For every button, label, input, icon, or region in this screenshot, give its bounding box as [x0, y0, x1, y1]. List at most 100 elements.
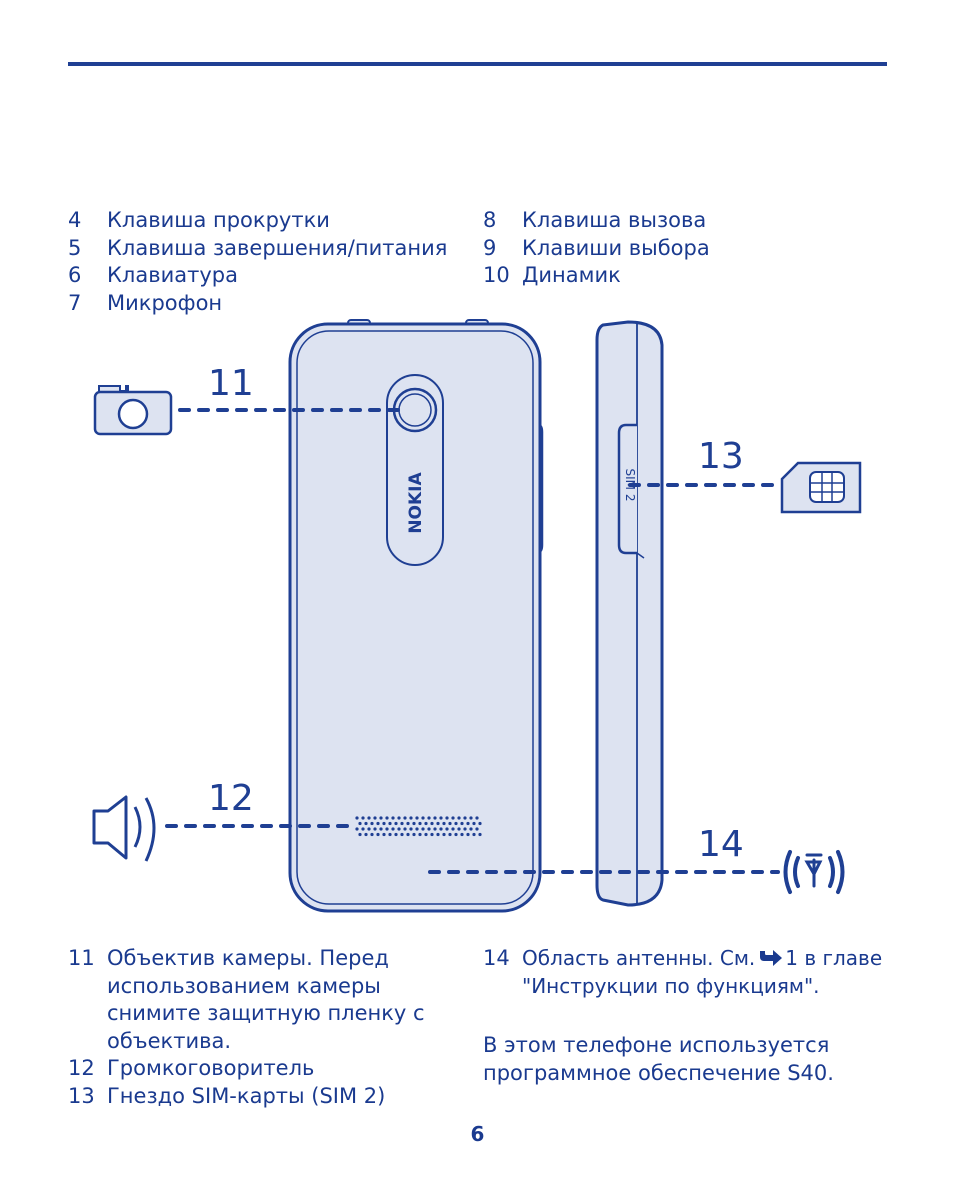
grille-dot — [418, 832, 422, 837]
grille-dot — [451, 827, 455, 831]
grille-dot — [370, 821, 374, 826]
speaker-grille — [355, 816, 482, 837]
grille-dot — [478, 832, 482, 837]
grille-dot — [454, 832, 458, 837]
legend-item: 14 Область антенны. См.1 в главе "Инстру… — [483, 945, 893, 1000]
grille-dot — [388, 821, 392, 826]
grille-dot — [469, 816, 473, 820]
grille-dot — [367, 816, 371, 820]
software-note: В этом телефоне используется программное… — [483, 1033, 834, 1085]
legend-number: 8 — [483, 208, 497, 232]
grille-dot — [394, 832, 398, 837]
legend-text: Клавиша завершения/питания — [107, 235, 448, 260]
grille-dot — [472, 832, 476, 837]
legend-text: Объектив камеры. Перед использованием ка… — [107, 946, 425, 1053]
grille-dot — [475, 816, 479, 820]
grille-dot — [478, 821, 482, 826]
grille-dot — [400, 832, 404, 837]
legend-text-before: Область антенны. См. — [522, 946, 756, 970]
brand-logo: NOKIA — [406, 471, 426, 533]
grille-dot — [385, 827, 389, 831]
grille-dot — [433, 816, 437, 820]
grille-dot — [448, 832, 452, 837]
grille-dot — [463, 827, 467, 831]
grille-dot — [391, 816, 395, 820]
legend-text: Клавиатура — [107, 263, 238, 287]
grille-dot — [466, 821, 470, 826]
camera-icon — [93, 385, 173, 436]
grille-dot — [418, 821, 422, 826]
grille-dot — [430, 821, 434, 826]
grille-dot — [463, 816, 467, 820]
grille-dot — [457, 827, 461, 831]
grille-dot — [460, 821, 464, 826]
grille-dot — [442, 832, 446, 837]
grille-dot — [406, 832, 410, 837]
grille-dot — [469, 827, 473, 831]
grille-dot — [415, 816, 419, 820]
grille-dot — [373, 827, 377, 831]
grille-dot — [382, 821, 386, 826]
legend-text: Область антенны. См.1 в главе "Инструкци… — [522, 945, 892, 1000]
grille-dot — [355, 816, 359, 820]
grille-dot — [475, 827, 479, 831]
legend-bottom-right: 14 Область антенны. См.1 в главе "Инстру… — [483, 945, 893, 1000]
legend-number: 11 — [68, 946, 95, 970]
grille-dot — [445, 827, 449, 831]
antenna-icon — [783, 850, 845, 894]
grille-dot — [424, 832, 428, 837]
grille-dot — [439, 816, 443, 820]
grille-dot — [460, 832, 464, 837]
grille-dot — [391, 827, 395, 831]
legend-number: 5 — [68, 235, 82, 260]
grille-dot — [451, 816, 455, 820]
grille-dot — [412, 832, 416, 837]
grille-dot — [382, 832, 386, 837]
grille-dot — [364, 832, 368, 837]
grille-dot — [466, 832, 470, 837]
phone-back-view: NOKIA — [288, 319, 544, 913]
page-number: 6 — [470, 1122, 485, 1146]
grille-dot — [367, 827, 371, 831]
leader-lines — [165, 408, 780, 874]
grille-dot — [358, 821, 362, 826]
legend-item: 5 Клавиша завершения/питания — [68, 235, 447, 263]
grille-dot — [412, 821, 416, 826]
grille-dot — [415, 827, 419, 831]
grille-dot — [421, 816, 425, 820]
legend-number: 9 — [483, 235, 497, 260]
grille-dot — [376, 821, 380, 826]
grille-dot — [436, 832, 440, 837]
grille-dot — [373, 816, 377, 820]
legend-bottom-left: 11 Объектив камеры. Перед использованием … — [68, 945, 478, 1110]
grille-dot — [457, 816, 461, 820]
callout-12: 12 — [208, 778, 254, 819]
legend-item: 11 Объектив камеры. Перед использованием … — [68, 945, 478, 1055]
grille-dot — [379, 816, 383, 820]
arrow-right-icon — [760, 950, 783, 966]
grille-dot — [430, 832, 434, 837]
grille-dot — [361, 827, 365, 831]
grille-dot — [355, 827, 359, 831]
grille-dot — [394, 821, 398, 826]
grille-dot — [433, 827, 437, 831]
grille-dot — [370, 832, 374, 837]
grille-dot — [427, 816, 431, 820]
legend-number: 10 — [483, 263, 510, 287]
callout-14: 14 — [698, 824, 744, 865]
grille-dot — [397, 816, 401, 820]
legend-number: 7 — [68, 290, 82, 315]
legend-text: Громкоговоритель — [107, 1056, 315, 1080]
legend-number: 13 — [68, 1083, 95, 1108]
callout-11: 11 — [208, 363, 254, 404]
grille-dot — [376, 832, 380, 837]
grille-dot — [403, 816, 407, 820]
